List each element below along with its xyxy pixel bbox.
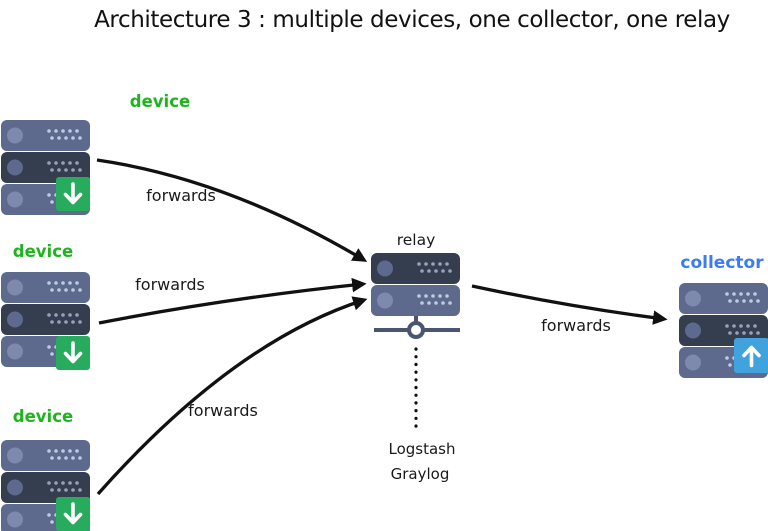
device-2-label: device	[12, 242, 74, 261]
edge-label-forwards-3: forwards	[188, 401, 258, 420]
device-2-server-icon	[1, 272, 92, 372]
collector-label: collector	[680, 253, 764, 273]
backend-label-graylog: Graylog	[390, 465, 450, 483]
edge-label-forwards-4: forwards	[541, 316, 611, 335]
device-1-label: device	[129, 92, 191, 111]
relay-label: relay	[396, 231, 436, 249]
arrow-device2-to-relay	[98, 277, 367, 325]
network-node-icon	[374, 316, 460, 339]
diagram-title: Architecture 3 : multiple devices, one c…	[94, 7, 730, 33]
download-icon	[54, 334, 92, 372]
edge-label-forwards-1: forwards	[146, 186, 216, 205]
arrow-device1-to-relay	[96, 158, 368, 262]
download-icon	[54, 175, 92, 213]
relay-server-icon	[371, 253, 460, 433]
arrow-device3-to-relay	[96, 296, 368, 496]
edge-arrows	[96, 158, 668, 496]
device-3-server-icon	[1, 440, 92, 531]
device-3-label: device	[12, 407, 74, 426]
download-icon	[54, 495, 92, 531]
edge-label-forwards-2: forwards	[135, 275, 205, 294]
collector-server-icon	[679, 283, 768, 378]
device-1-server-icon	[1, 120, 92, 215]
backend-label-logstash: Logstash	[388, 440, 456, 458]
arrow-relay-to-collector	[471, 284, 668, 325]
upload-icon	[734, 338, 768, 373]
